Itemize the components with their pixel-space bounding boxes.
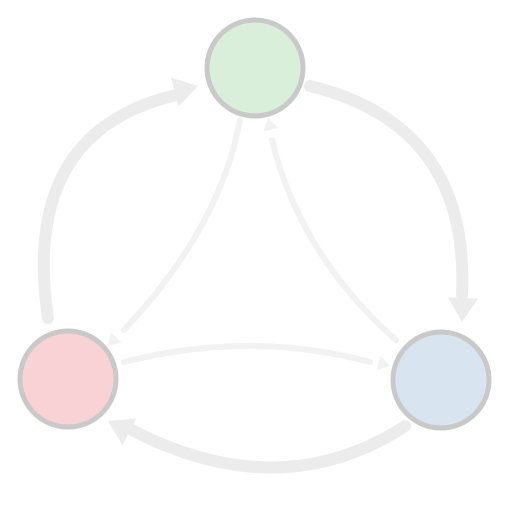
edge-blue-red-arrowhead [108,418,137,446]
node-green [204,17,306,119]
edge-red-blue-arrow [121,343,390,371]
edge-green-blue-arrow [304,80,478,322]
edge-green-red-line [121,117,243,333]
edges-layer [37,77,478,474]
node-red [17,328,119,430]
node-blue [390,329,492,431]
edge-green-blue-arrowhead [447,297,478,322]
edge-green-red-arrowhead [108,332,122,346]
edge-blue-green-arrowhead [263,118,279,132]
edge-blue-green-arrow [263,118,399,343]
edge-green-red-arrow [108,117,243,346]
nodes-layer [17,17,492,431]
edge-red-green-line [37,89,182,324]
edge-blue-red-arrow [108,418,411,474]
edge-red-blue-line [121,343,373,365]
edge-red-blue-arrowhead [376,355,390,371]
edge-green-blue-line [304,80,469,301]
edge-red-green-arrow [37,77,198,324]
edge-red-green-arrowhead [171,77,198,107]
edge-blue-red-line [122,420,411,474]
edge-blue-green-line [269,137,399,343]
